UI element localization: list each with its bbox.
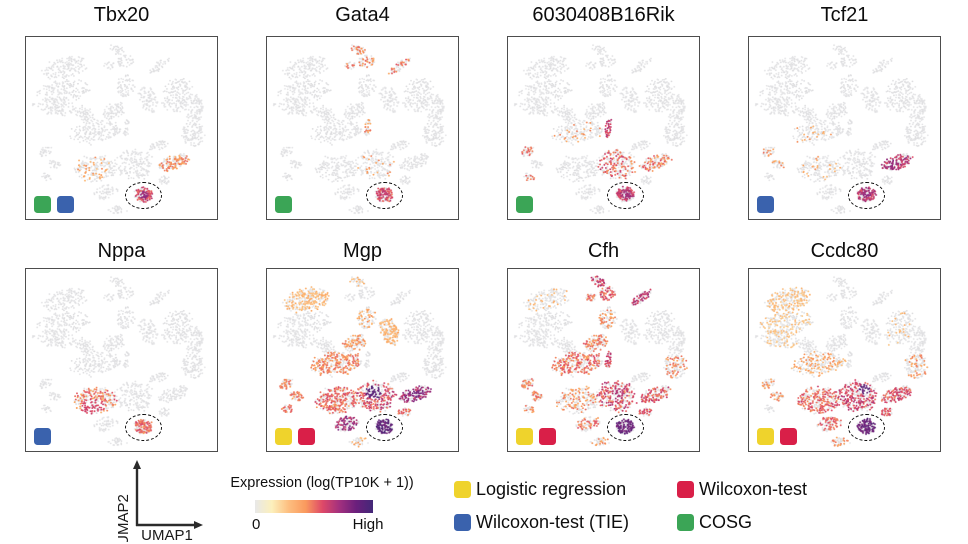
panel-plot-area bbox=[748, 268, 941, 452]
method-label: Logistic regression bbox=[476, 479, 627, 499]
circled-cluster-ellipse bbox=[365, 181, 404, 210]
panel-title-gene: Tcf21 bbox=[820, 4, 869, 26]
panel-plot-area bbox=[507, 268, 700, 452]
circled-cluster-ellipse bbox=[365, 413, 404, 442]
umap-axes-arrows: UMAP2 UMAP1 bbox=[115, 460, 203, 542]
umap-scatter-canvas bbox=[749, 269, 940, 451]
umap-scatter-canvas bbox=[749, 37, 940, 219]
method-color-swatch-icon bbox=[677, 514, 694, 531]
method-label: COSG bbox=[699, 512, 753, 532]
method-badge-wilcoxon_tie bbox=[757, 196, 774, 213]
method-badge-lr bbox=[757, 428, 774, 445]
method-label: Wilcoxon-test bbox=[699, 479, 808, 499]
circled-cluster-ellipse bbox=[124, 413, 163, 442]
colorbar-title: Expression (log(TP10K + 1)) bbox=[230, 475, 414, 491]
method-badges bbox=[275, 196, 292, 213]
method-badge-wilcoxon_tie bbox=[34, 428, 51, 445]
circled-cluster-ellipse bbox=[847, 413, 886, 442]
circled-cluster-ellipse bbox=[847, 181, 886, 210]
umap1-axis-label: UMAP1 bbox=[141, 527, 193, 542]
method-badges bbox=[34, 428, 51, 445]
panel-plot-area bbox=[25, 268, 218, 452]
umap2-axis-label: UMAP2 bbox=[115, 494, 132, 542]
panel-plot-area bbox=[748, 36, 941, 220]
panel-title-gene: Gata4 bbox=[335, 4, 390, 26]
legend-item: Logistic regression bbox=[454, 479, 626, 500]
method-badges bbox=[516, 196, 533, 213]
legend-item: Wilcoxon-test bbox=[677, 479, 807, 500]
method-color-swatch-icon bbox=[454, 481, 471, 498]
method-badge-cosg bbox=[34, 196, 51, 213]
umap2-arrowhead-icon bbox=[133, 460, 141, 469]
method-badge-wilcoxon bbox=[298, 428, 315, 445]
umap-scatter-canvas bbox=[267, 37, 458, 219]
umap-scatter-canvas bbox=[508, 269, 699, 451]
panel-plot-area bbox=[507, 36, 700, 220]
panel-title-gene: Ccdc80 bbox=[810, 240, 879, 262]
colorbar-min-label: 0 bbox=[252, 516, 261, 533]
panel-title-gene: Nppa bbox=[97, 240, 146, 262]
method-badge-lr bbox=[516, 428, 533, 445]
legend-item: COSG bbox=[677, 512, 752, 533]
panel-plot-area bbox=[266, 268, 459, 452]
method-badge-lr bbox=[275, 428, 292, 445]
umap-scatter-canvas bbox=[26, 37, 217, 219]
circled-cluster-ellipse bbox=[606, 181, 645, 210]
method-badges bbox=[34, 196, 74, 213]
circled-cluster-ellipse bbox=[606, 413, 645, 442]
panel-title-gene: Tbx20 bbox=[93, 4, 150, 26]
legend-item: Wilcoxon-test (TIE) bbox=[454, 512, 629, 533]
umap-scatter-canvas bbox=[267, 269, 458, 451]
colorbar-max-label: High bbox=[352, 516, 384, 533]
method-badges bbox=[757, 196, 774, 213]
method-badges bbox=[516, 428, 556, 445]
method-badge-wilcoxon bbox=[539, 428, 556, 445]
method-color-swatch-icon bbox=[454, 514, 471, 531]
method-badge-wilcoxon bbox=[780, 428, 797, 445]
panel-title-gene: Cfh bbox=[587, 240, 620, 262]
panel-plot-area bbox=[266, 36, 459, 220]
panel-title-gene: Mgp bbox=[343, 240, 382, 262]
method-badges bbox=[757, 428, 797, 445]
method-color-swatch-icon bbox=[677, 481, 694, 498]
umap-scatter-canvas bbox=[26, 269, 217, 451]
umap1-arrowhead-icon bbox=[194, 521, 203, 529]
method-badge-cosg bbox=[275, 196, 292, 213]
expression-colorbar bbox=[255, 500, 373, 513]
umap-scatter-canvas bbox=[508, 37, 699, 219]
method-badge-cosg bbox=[516, 196, 533, 213]
method-label: Wilcoxon-test (TIE) bbox=[476, 512, 630, 532]
panel-plot-area bbox=[25, 36, 218, 220]
method-badge-wilcoxon_tie bbox=[57, 196, 74, 213]
panel-title-gene: 6030408B16Rik bbox=[532, 4, 675, 26]
method-badges bbox=[275, 428, 315, 445]
circled-cluster-ellipse bbox=[124, 181, 163, 210]
